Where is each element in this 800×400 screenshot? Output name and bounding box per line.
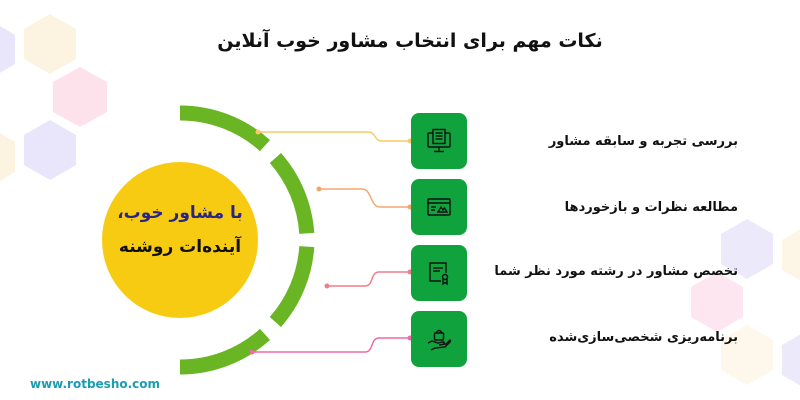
hexagon-pattern-left: [0, 14, 107, 181]
monitor-document-icon: [427, 128, 451, 153]
certificate-icon: [429, 262, 449, 286]
tip-label-experience: بررسی تجربه و سابقه مشاور: [548, 134, 738, 149]
center-slogan: با مشاور خوب، آینده‌ات روشنه: [102, 196, 258, 264]
website-url[interactable]: www.rotbesho.com: [30, 377, 161, 391]
slogan-line-1: با مشاور خوب،: [117, 203, 243, 223]
hand-bag-icon: [427, 329, 452, 351]
center-circle: [102, 162, 258, 318]
tip-label-reviews: مطالعه نظرات و بازخوردها: [564, 200, 738, 215]
page-title: نکات مهم برای انتخاب مشاور خوب آنلاین: [217, 30, 603, 52]
hexagon-pattern-right: [691, 219, 800, 386]
arc-segments: [179, 105, 315, 375]
browser-window-icon: [427, 198, 451, 216]
tip-box-expertise: [411, 245, 467, 301]
tip-box-planning: [411, 311, 467, 367]
connectors: [252, 131, 410, 353]
tip-label-planning: برنامه‌ریزی شخصی‌سازی‌شده: [549, 330, 738, 345]
tip-box-experience: [411, 113, 467, 169]
slogan-line-2: آینده‌ات روشنه: [118, 237, 242, 257]
tip-box-reviews: [411, 179, 467, 235]
tip-label-expertise: تخصص مشاور در رشته مورد نظر شما: [494, 264, 738, 279]
